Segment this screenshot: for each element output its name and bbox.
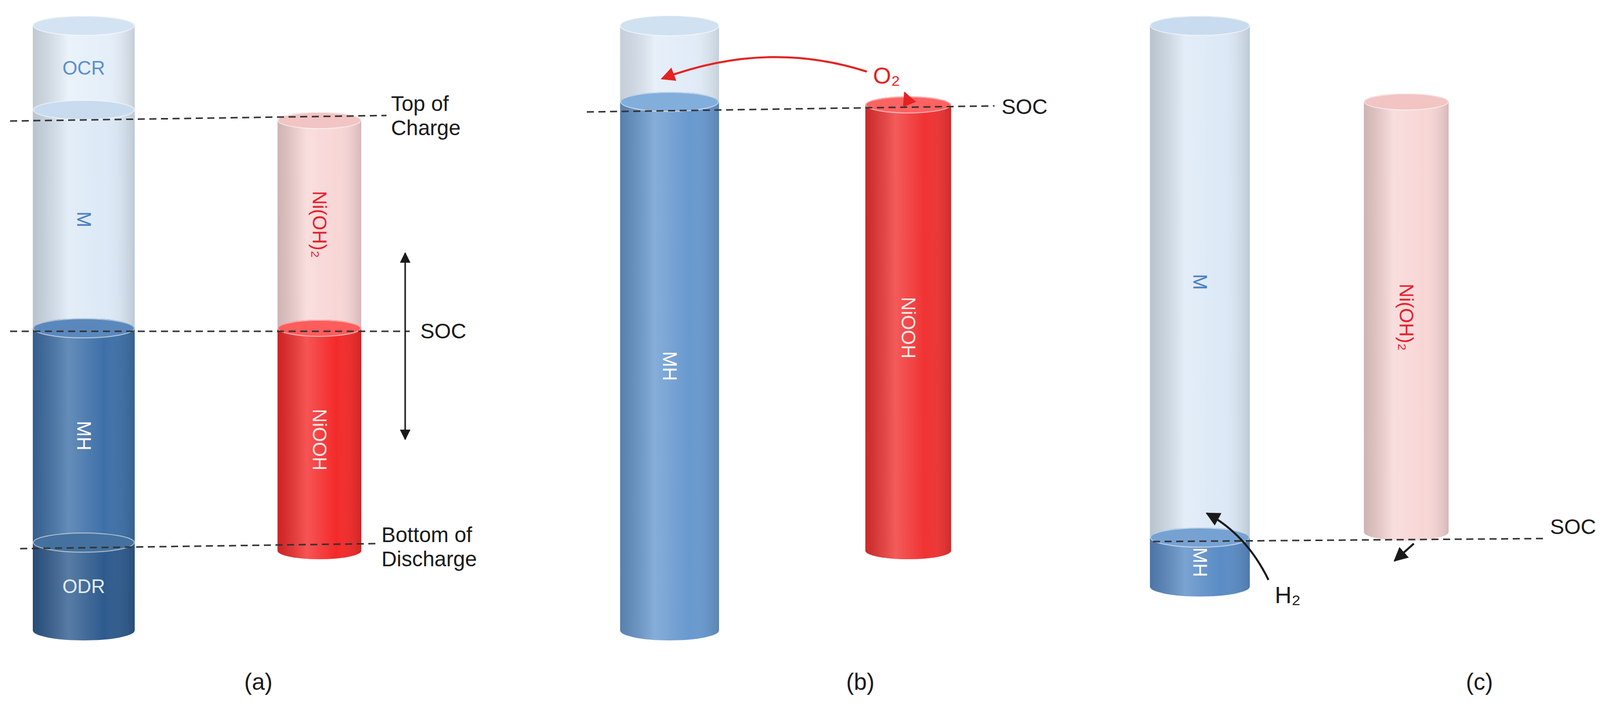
- annotation-label: O₂: [872, 62, 901, 90]
- cylinder-shading: [277, 319, 362, 560]
- segment-label: NiOOH: [898, 297, 918, 359]
- cylinder-segment: M: [32, 99, 135, 339]
- cylinder-body: [277, 112, 362, 338]
- cylinder-top: [620, 15, 720, 36]
- segment-label: MH: [659, 351, 680, 381]
- cylinder-body: [1149, 527, 1250, 597]
- cylinder-segment: NiOOH: [277, 319, 362, 560]
- cylinder-body: [32, 15, 135, 121]
- segment-label: MH: [74, 420, 94, 451]
- cylinder-body: [865, 96, 952, 560]
- double-arrow: [404, 253, 407, 440]
- cylinder-shading: [277, 112, 362, 338]
- cylinder-shading: [620, 15, 720, 113]
- annotation-label: Top of Charge: [391, 91, 492, 141]
- segment-label: MH: [1190, 547, 1210, 578]
- cylinder-segment: NiOOH: [865, 96, 952, 560]
- cylinder-shading: [1149, 15, 1250, 548]
- cylinder-top: [278, 112, 361, 129]
- cylinder-top: [33, 100, 135, 120]
- dashed-level-line: [1152, 538, 1543, 542]
- cylinder-segment: Ni(OH)₂: [277, 112, 362, 338]
- dashed-level-line: [586, 105, 995, 113]
- cylinder-top: [1150, 528, 1250, 548]
- cylinder-body: [1149, 15, 1250, 548]
- cylinder-segment: M: [1149, 15, 1250, 548]
- cylinder-segment: Ni(OH)₂: [1363, 93, 1449, 541]
- annotation-label: (a): [244, 669, 273, 696]
- cylinder-body: [277, 319, 362, 560]
- cylinder-body: [620, 91, 720, 641]
- segment-label: ODR: [62, 577, 105, 597]
- segment-label: NiOOH: [309, 408, 329, 471]
- cylinder-shading: [32, 99, 135, 339]
- annotation-label: SOC: [1550, 515, 1596, 540]
- cylinder-segment: MH: [620, 91, 720, 641]
- cylinder-body: [32, 318, 135, 554]
- cylinder-body: [32, 99, 135, 339]
- annotation-label: Bottom of Discharge: [381, 523, 499, 573]
- dashed-level-line: [10, 115, 387, 122]
- cylinder-shading: [1363, 93, 1449, 541]
- annotation-label: SOC: [420, 319, 467, 344]
- cylinder-shading: [32, 318, 135, 554]
- segment-label: Ni(OH)₂: [1396, 283, 1416, 351]
- gas-arrow: [904, 92, 910, 104]
- annotation-label: (b): [846, 669, 875, 696]
- cylinder-top: [1364, 93, 1449, 110]
- segment-label: OCR: [62, 58, 105, 78]
- segment-label: M: [74, 211, 94, 228]
- gas-arrow: [1206, 513, 1269, 581]
- cylinder-top: [33, 533, 135, 553]
- cylinder-top: [33, 16, 135, 36]
- cylinder-shading: [620, 91, 720, 641]
- annotation-label: (c): [1465, 669, 1494, 696]
- dashed-level-line: [10, 330, 410, 333]
- cylinder-shading: [865, 96, 952, 560]
- cylinder-top: [278, 320, 361, 337]
- gas-arrow: [661, 57, 867, 79]
- cylinder-shading: [32, 15, 135, 121]
- cylinder-top: [33, 318, 135, 339]
- cylinder-segment: MH: [32, 318, 135, 554]
- cylinder-empty-part: [620, 15, 720, 113]
- cylinder-body: [1363, 93, 1449, 541]
- annotation-label: H₂: [1274, 582, 1301, 610]
- cylinder-segment: MH: [1149, 527, 1250, 597]
- gas-arrow: [1394, 543, 1414, 562]
- cylinder-top: [620, 92, 719, 112]
- annotation-label: SOC: [1001, 94, 1048, 120]
- segment-label: M: [1190, 273, 1210, 291]
- cylinder-shading: [1149, 527, 1250, 597]
- cylinder-top: [1150, 16, 1250, 36]
- segment-label: Ni(OH)₂: [309, 191, 329, 259]
- dashed-level-line: [20, 543, 378, 549]
